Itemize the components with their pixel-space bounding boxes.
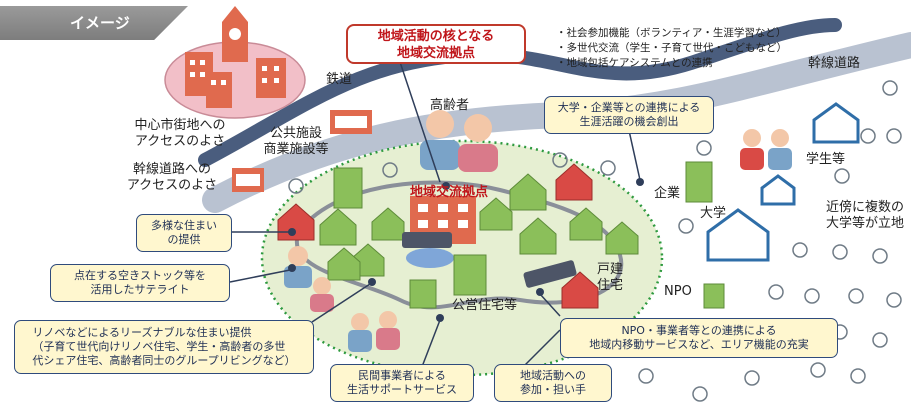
box-line: リノベなどによるリーズナブルな住まい提供	[32, 326, 252, 339]
diverse-housing-box: 多様な住まいの提供	[136, 214, 232, 252]
box-line: 地域活動への	[520, 369, 586, 382]
box-line: 多様な住まい	[151, 219, 217, 232]
pond	[406, 248, 454, 268]
box-line: NPO・事業者等との連携による	[621, 324, 777, 337]
elderly-people-icon	[420, 110, 498, 172]
box-line: 生涯活躍の機会創出	[579, 115, 679, 128]
resident-icons	[284, 246, 400, 352]
box-line: の提供	[167, 233, 201, 246]
trunk-road-label: 幹線道路	[808, 56, 861, 71]
bullet-item: ・地域包括ケアシステムとの連携	[556, 57, 713, 69]
railway-label: 鉄道	[326, 72, 353, 87]
label-line: アクセスのよさ	[126, 178, 218, 193]
university-icons	[706, 102, 860, 262]
apartment-blocks	[333, 167, 487, 309]
label-line: 近傍に複数の	[826, 200, 905, 215]
university-label: 大学	[700, 206, 727, 221]
nearby-university-label: 近傍に複数の 大学等が立地	[826, 200, 904, 232]
bullet-item: ・多世代交流（学生・子育て世代・こどもなど）	[556, 42, 787, 54]
box-line: 点在する空きストック等を	[74, 269, 206, 282]
student-icons	[740, 129, 792, 170]
public-facilities-label: 公共施設 商業施設等	[256, 126, 336, 158]
npo-label: NPO	[664, 284, 692, 299]
box-line: （子育て世代向けリノベ住宅、学生・高齢者の多世	[32, 340, 286, 353]
lifelong-activity-box: 大学・企業等との連携による生涯活躍の機会創出	[544, 96, 714, 134]
npo-collaboration-box: NPO・事業者等との連携による地域内移動サービスなど、エリア機能の充実	[560, 318, 838, 358]
local-road	[295, 180, 624, 310]
label-line: 商業施設等	[263, 142, 329, 157]
company-label: 企業	[654, 186, 681, 201]
box-line: 地域内移動サービスなど、エリア機能の充実	[589, 338, 809, 351]
students-label: 学生等	[806, 152, 846, 167]
life-support-box: 民間事業者による生活サポートサービス	[330, 364, 474, 402]
hub-title-line1: 地域活動の核となる	[377, 29, 495, 44]
city-center-label: 中心市街地への アクセスのよさ	[120, 118, 240, 150]
connector-lines	[229, 61, 641, 373]
renovation-housing-box: リノベなどによるリーズナブルな住まい提供（子育て世代向けリノベ住宅、学生・高齢者…	[14, 320, 314, 374]
railway	[198, 18, 842, 167]
label-line: 幹線道路への	[132, 162, 211, 177]
label-line: 住宅	[596, 278, 623, 293]
label-line: アクセスのよさ	[134, 134, 226, 149]
label-line: 中心市街地への	[134, 118, 226, 133]
public-facility-icon	[232, 110, 372, 192]
public-housing-label: 公営住宅等	[452, 298, 518, 313]
city-tower-icon	[222, 6, 248, 62]
box-line: 活用したサテライト	[90, 283, 190, 296]
hub-title-line2: 地域交流拠点	[396, 46, 475, 61]
company-building-icon	[685, 161, 713, 203]
box-line: 大学・企業等との連携による	[557, 101, 701, 114]
road-access-label: 幹線道路への アクセスのよさ	[112, 162, 232, 194]
box-line: 民間事業者による	[358, 369, 446, 382]
hub-title-box: 地域活動の核となる 地域交流拠点	[346, 24, 526, 64]
bullet-item: ・社会参加機能（ボランティア・生涯学習など）	[556, 27, 787, 39]
npo-building-icon	[703, 283, 725, 309]
label-line: 公共施設	[269, 126, 322, 141]
label-line: 大学等が立地	[826, 216, 905, 231]
elderly-label: 高齢者	[430, 98, 470, 113]
tree-icons	[288, 80, 902, 402]
detached-house-label: 戸建 住宅	[592, 262, 628, 294]
hub-inner-label: 地域交流拠点	[410, 185, 489, 200]
satellite-box: 点在する空きストック等を活用したサテライト	[50, 264, 230, 302]
box-line: 参加・担い手	[520, 383, 586, 396]
participation-box: 地域活動への参加・担い手	[494, 364, 612, 402]
label-line: 戸建	[596, 262, 623, 277]
red-houses	[277, 163, 599, 309]
box-line: 生活サポートサービス	[347, 383, 457, 396]
city-building-icon	[185, 52, 286, 108]
image-tag: イメージ	[0, 6, 188, 40]
box-line: 代シェア住宅、高齢者同士のグループリビングなど）	[32, 354, 296, 367]
hub-functions-list: ・社会参加機能（ボランティア・生涯学習など） ・多世代交流（学生・子育て世代・こ…	[556, 26, 787, 71]
green-houses	[319, 173, 639, 281]
bus-icons	[402, 232, 577, 288]
